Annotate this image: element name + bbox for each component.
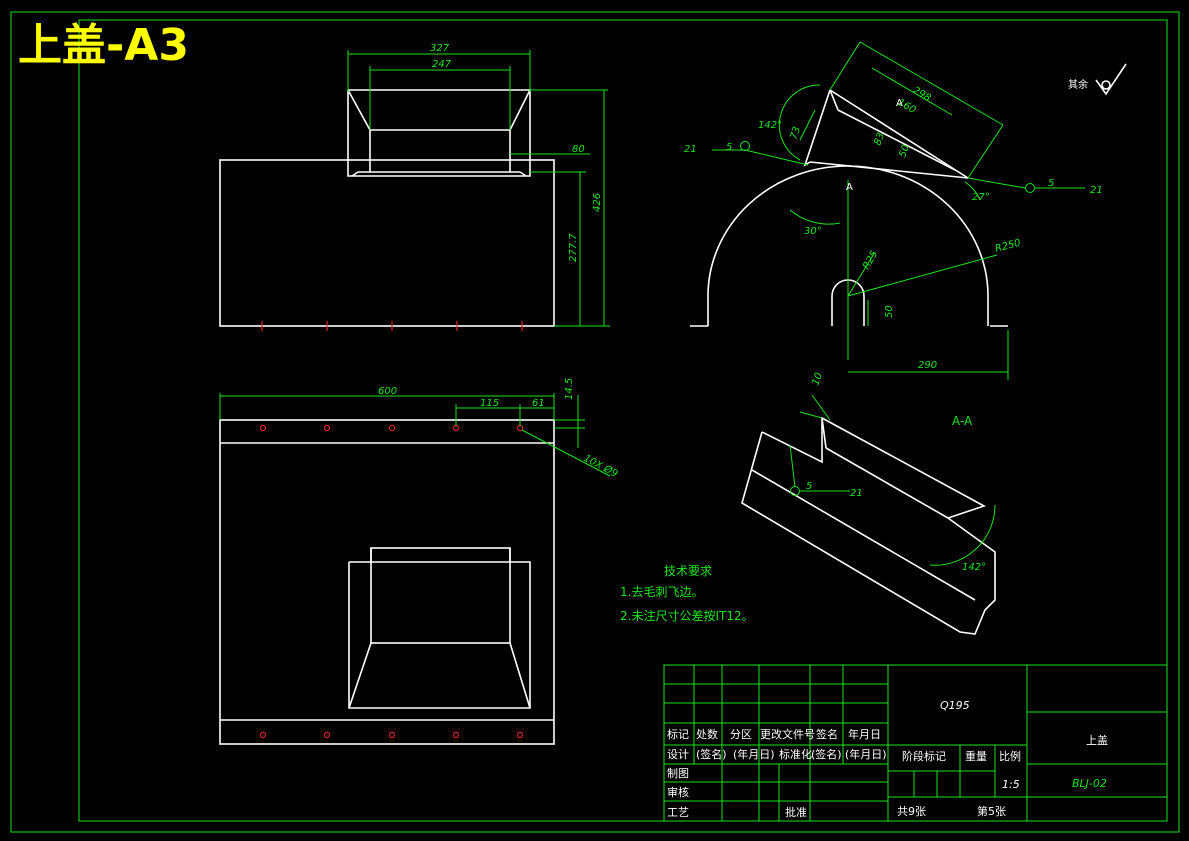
- weld-code-left: 21: [684, 144, 697, 155]
- tb-stage-mark: 阶段标记: [902, 749, 946, 763]
- tech-item-1: 1.去毛刺飞边。: [620, 585, 703, 599]
- section-view: 10 142° 5 21 A-A: [741, 371, 996, 635]
- front-view: 327 247 80 426 277.7: [219, 43, 610, 331]
- section-marker-mid: A: [846, 182, 853, 193]
- tb-row2-0: 设计: [667, 748, 689, 761]
- tech-item-2: 2.未注尺寸公差按IT12。: [620, 608, 754, 623]
- tb-role-process: 工艺: [667, 806, 689, 819]
- tb-role-review: 审核: [667, 785, 689, 799]
- tech-heading: 技术要求: [664, 564, 712, 578]
- weld-size-left: 5: [726, 142, 732, 153]
- tb-header-2: 分区: [730, 728, 752, 741]
- dim-top-length: 600: [378, 386, 397, 397]
- tb-approve: 批准: [785, 805, 807, 819]
- tb-row2-4: (签名): [811, 747, 842, 761]
- dim-side-angle1: 142°: [758, 120, 782, 131]
- surface-finish-label: 其余: [1068, 78, 1088, 91]
- tb-weight: 重量: [965, 749, 987, 763]
- tb-sheet-no: 第5张: [977, 804, 1006, 818]
- dim-front-inner-width: 247: [432, 59, 452, 70]
- dim-top-pitch: 115: [480, 398, 499, 409]
- dim-side-83: 83: [872, 131, 887, 147]
- dim-front-flange: 80: [572, 144, 585, 155]
- dim-side-r250: R250: [994, 238, 1022, 255]
- dim-side-r25: R25: [861, 249, 880, 272]
- tb-header-1: 处数: [696, 728, 718, 741]
- tb-header-0: 标记: [667, 727, 689, 741]
- title-block: 标记 处数 分区 更改文件号 签名 年月日 设计 (签名) (年月日) 标准化 …: [663, 664, 1168, 822]
- tb-header-3: 更改文件号: [760, 727, 815, 741]
- inner-border: [78, 19, 1168, 822]
- drawing-title: 上盖-A3: [18, 20, 189, 71]
- weld-code-section: 21: [850, 488, 863, 499]
- dim-top-holes: 10X Ø9: [582, 452, 620, 480]
- dim-front-body-height: 277.7: [568, 233, 579, 262]
- dim-front-height: 426: [592, 193, 603, 212]
- dim-side-73: 73: [788, 125, 803, 141]
- tb-row2-2: (年月日): [733, 747, 775, 761]
- weld-code-right: 21: [1090, 185, 1103, 196]
- weld-size-right: 5: [1048, 178, 1054, 189]
- outer-border: [10, 11, 1180, 833]
- dim-section-angle: 142°: [962, 562, 986, 573]
- dim-top-edge: 61: [532, 398, 545, 409]
- side-view: 298 160 142° 73 83 50 27° 30° R25 R250 5…: [684, 41, 1103, 380]
- tb-sheets-total: 共9张: [897, 805, 926, 818]
- dim-side-30: 30°: [804, 226, 822, 237]
- surface-finish-symbol: [1095, 63, 1127, 96]
- dim-top-offset: 14.5: [564, 378, 575, 400]
- top-view: 600 115 61 14.5 10X Ø9: [219, 378, 620, 745]
- tb-role-draw: 制图: [667, 767, 689, 780]
- tb-header-5: 年月日: [848, 727, 881, 741]
- dim-side-50b: 50: [884, 305, 895, 318]
- tb-header-4: 签名: [816, 727, 838, 741]
- dim-side-290: 290: [918, 360, 937, 371]
- section-marker-top: A: [896, 98, 903, 109]
- tb-scale-value: 1:5: [1002, 778, 1020, 791]
- tb-drawing-no: BLJ-02: [1072, 777, 1107, 790]
- tb-scale-label: 比例: [999, 749, 1021, 763]
- tb-row2-3: 标准化: [779, 747, 812, 761]
- dim-section-10: 10: [810, 371, 825, 387]
- section-label: A-A: [952, 414, 973, 428]
- tech-requirements: 技术要求 1.去毛刺飞边。 2.未注尺寸公差按IT12。: [620, 564, 754, 623]
- weld-size-section: 5: [806, 481, 812, 492]
- tb-part-name: 上盖: [1086, 733, 1108, 747]
- tb-material: Q195: [940, 699, 970, 712]
- tb-row2-5: (年月日): [845, 747, 887, 761]
- dim-side-27: 27°: [972, 192, 990, 203]
- dim-front-width: 327: [430, 43, 450, 54]
- tb-row2-1: (签名): [696, 747, 727, 761]
- dim-side-50a: 50: [897, 143, 912, 159]
